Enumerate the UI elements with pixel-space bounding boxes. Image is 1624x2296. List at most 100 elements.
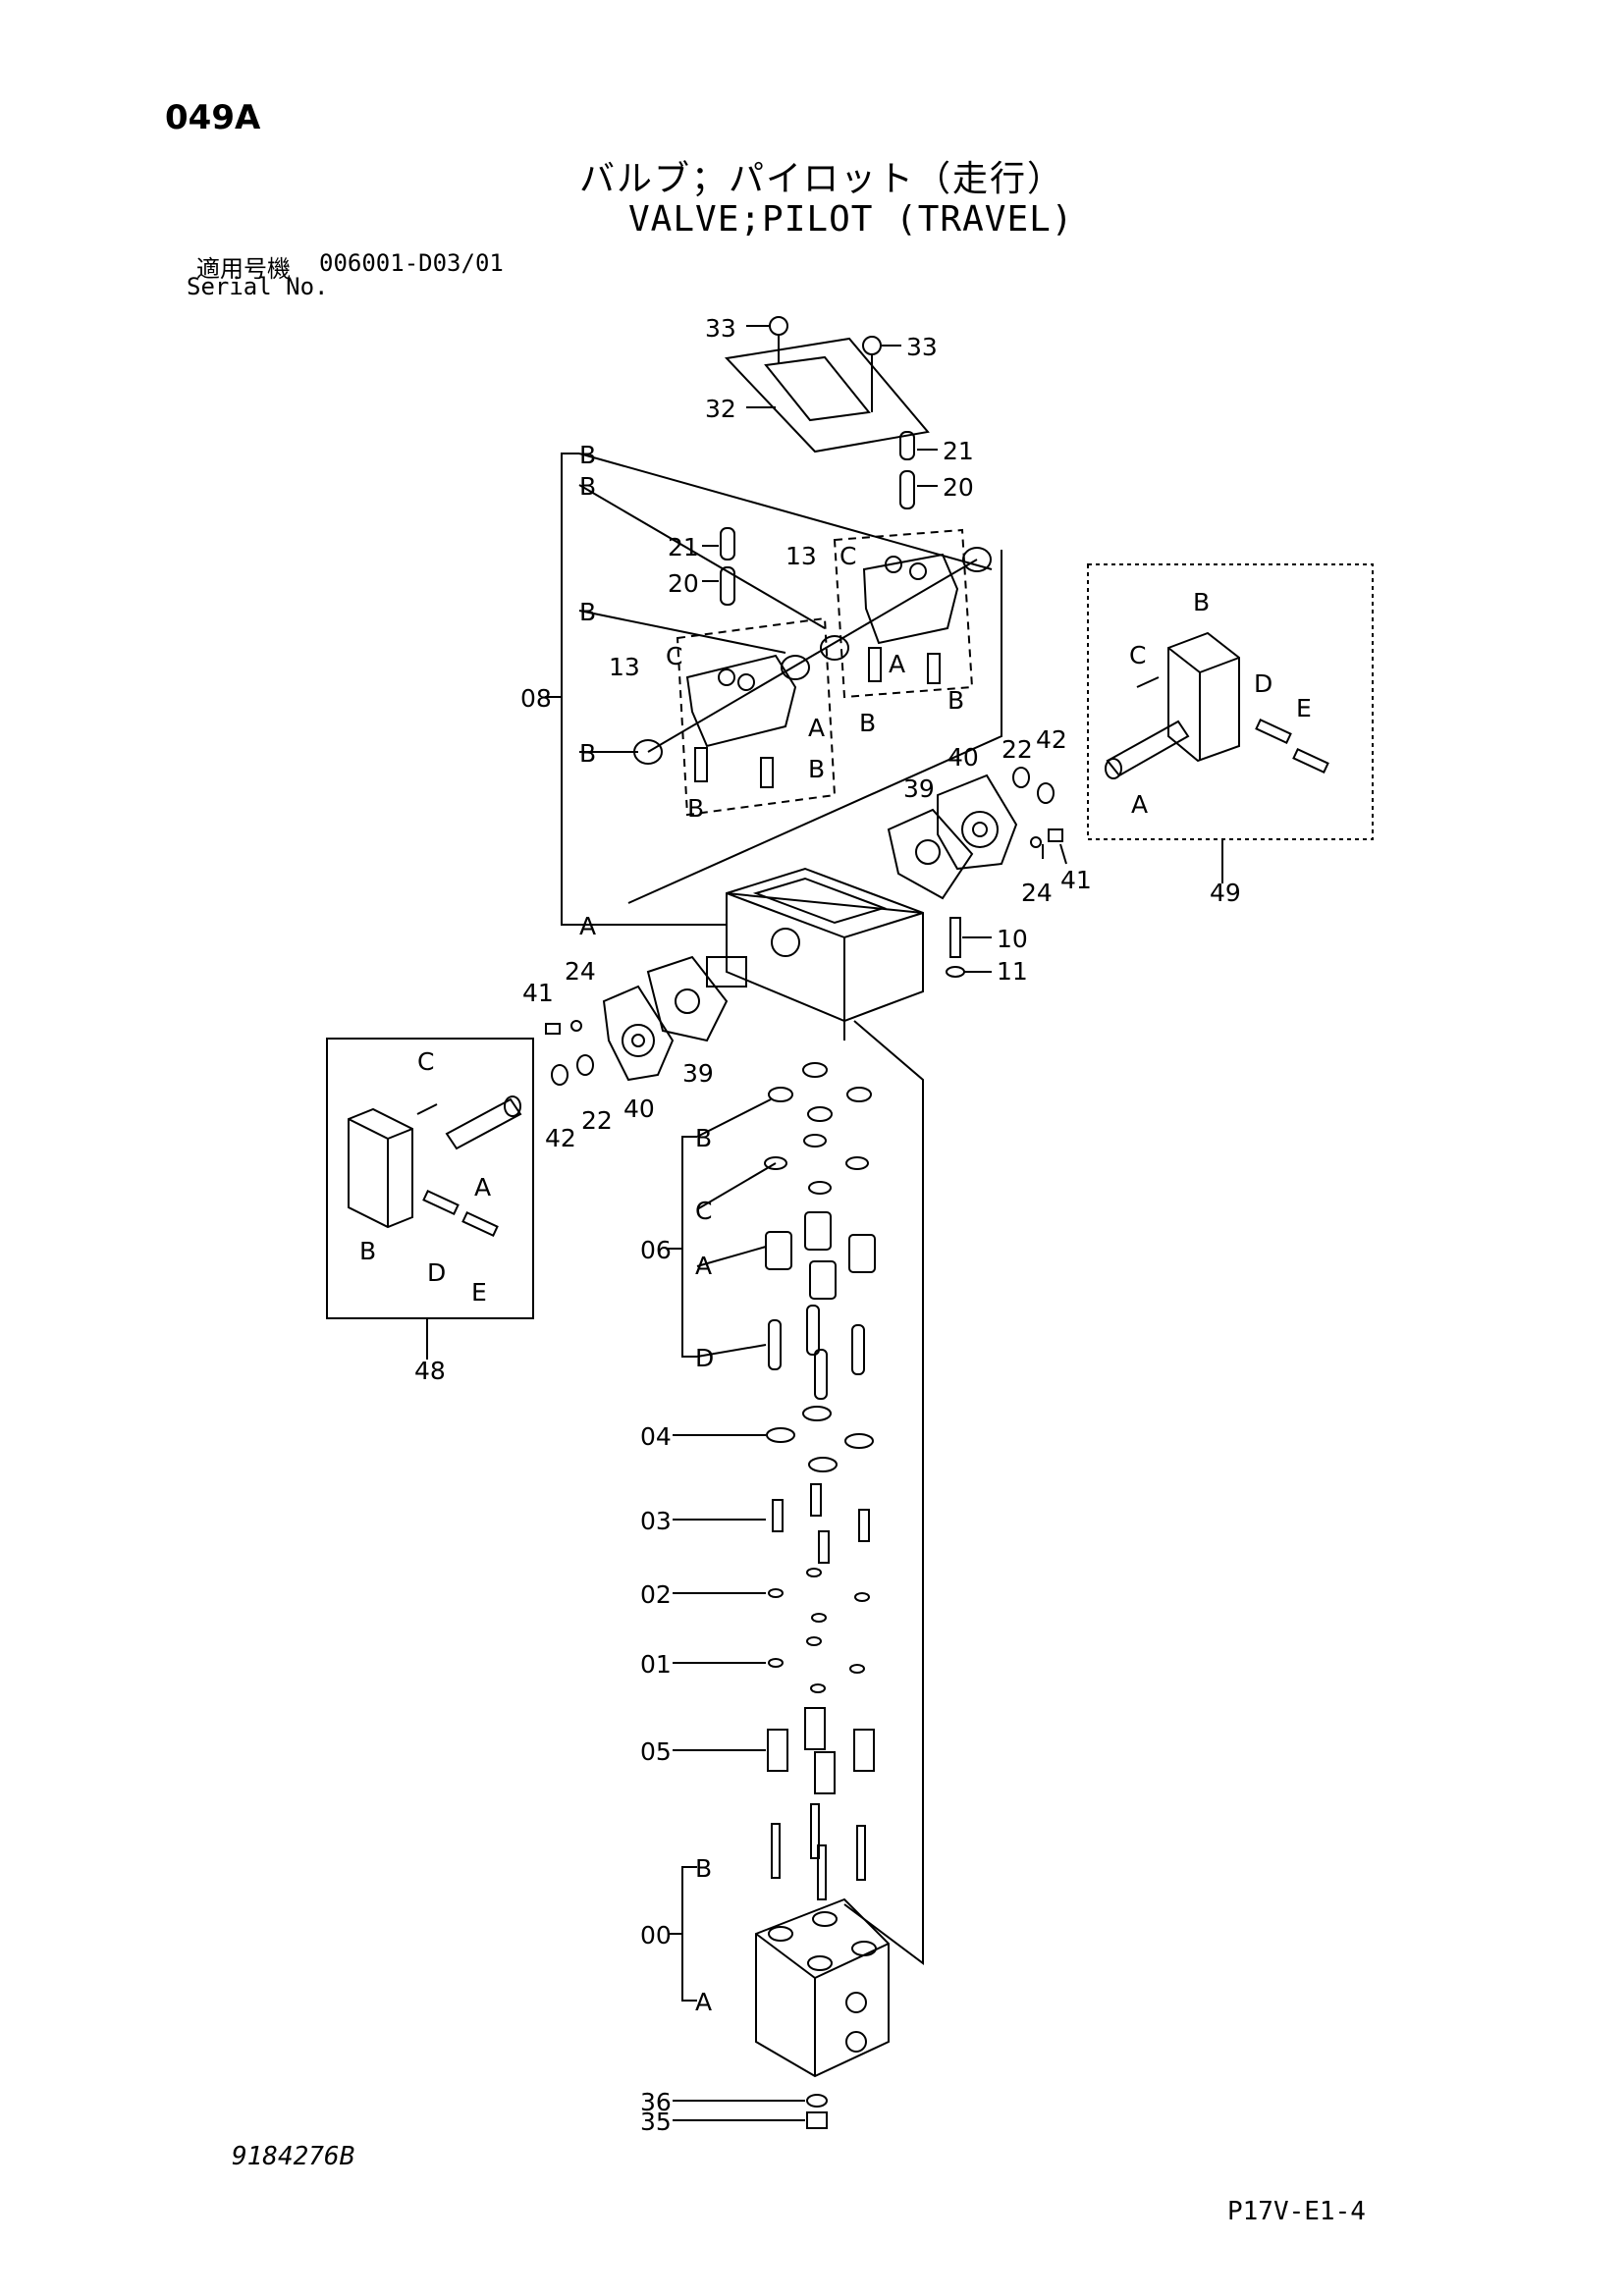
- plate-39-right: [887, 808, 974, 900]
- serial-label-english: Serial No.: [187, 273, 329, 300]
- oring-42-left: [551, 1064, 568, 1086]
- callout-06-a: A: [695, 1252, 712, 1280]
- callout-48-a: A: [474, 1173, 491, 1201]
- callout-42-right: 42: [1036, 725, 1067, 754]
- callout-13r-b2: B: [947, 686, 964, 715]
- callout-01: 01: [640, 1650, 672, 1679]
- callout-05: 05: [640, 1737, 672, 1766]
- callout-40-right: 40: [947, 743, 979, 772]
- callout-13r-b1: B: [859, 709, 876, 737]
- callout-13r-a: A: [889, 650, 905, 678]
- bushing-b-1: [633, 739, 663, 765]
- callout-49: 49: [1210, 879, 1241, 907]
- callout-48-c: C: [417, 1047, 434, 1076]
- cam-13-left: [685, 654, 797, 788]
- callout-49-c: C: [1129, 641, 1146, 669]
- callout-13l-a: A: [808, 714, 825, 742]
- callout-21-left: 21: [668, 533, 699, 561]
- title-english: VALVE;PILOT (TRAVEL): [628, 199, 1074, 240]
- callout-24-left: 24: [565, 957, 596, 986]
- bolt-10: [949, 917, 961, 958]
- screw-33-right: [862, 336, 882, 412]
- callout-00: 00: [640, 1921, 672, 1949]
- callout-03: 03: [640, 1507, 672, 1535]
- callout-08-b4: B: [579, 739, 596, 768]
- pin-20-right: [899, 470, 915, 509]
- shim-02: [768, 1568, 870, 1623]
- detail-box-49: [1087, 563, 1374, 840]
- pin-48-d: [422, 1189, 460, 1216]
- plate-40-right: [937, 774, 1018, 871]
- plate-39-left: [646, 955, 729, 1042]
- oring-22-left: [576, 1054, 594, 1076]
- callout-40-left: 40: [623, 1095, 655, 1123]
- callout-04: 04: [640, 1422, 672, 1451]
- callout-08-b1: B: [579, 441, 596, 469]
- oring-22-right: [1012, 767, 1030, 788]
- callout-08-a: A: [579, 912, 596, 940]
- callout-08: 08: [520, 684, 552, 713]
- washer-24-right: [1030, 836, 1042, 848]
- shaft-48-a: [445, 1095, 522, 1150]
- callout-49-a: A: [1131, 790, 1148, 819]
- seal-06-b: [768, 1062, 872, 1122]
- callout-20-right: 20: [943, 473, 974, 502]
- callout-49-e: E: [1296, 694, 1312, 722]
- oring-06-c: [764, 1134, 869, 1195]
- bracket-49-b: [1167, 631, 1240, 763]
- callout-08-b2: B: [579, 472, 596, 501]
- oring-42-right: [1037, 782, 1055, 804]
- spring-03: [772, 1483, 870, 1564]
- callout-49-d: D: [1254, 669, 1272, 698]
- callout-00-b: B: [695, 1854, 712, 1883]
- callout-11: 11: [997, 957, 1028, 986]
- callout-10: 10: [997, 925, 1028, 953]
- serial-value: 006001-D03/01: [319, 249, 504, 277]
- callout-06-c: C: [695, 1197, 712, 1225]
- callout-49-b: B: [1193, 588, 1210, 616]
- pin-20-left: [720, 566, 735, 606]
- page-code: 049A: [165, 98, 261, 137]
- serial-label-japanese: 適用号機: [196, 255, 291, 283]
- callout-02: 02: [640, 1580, 672, 1609]
- screw-41-right: [1048, 828, 1063, 842]
- bushing-b-3: [820, 635, 849, 661]
- callout-22-right: 22: [1001, 735, 1033, 764]
- callout-00-a: A: [695, 1988, 712, 2016]
- oring-36: [806, 2094, 828, 2108]
- callout-06-d: D: [695, 1344, 714, 1372]
- callout-13l-b2: B: [808, 755, 825, 783]
- callout-22-left: 22: [581, 1106, 613, 1135]
- cam-13-right: [862, 553, 959, 684]
- screw-41-left: [545, 1023, 561, 1035]
- callout-33-right: 33: [906, 333, 938, 361]
- pin-49-e: [1292, 747, 1329, 774]
- group-13-left: [676, 616, 837, 817]
- spool-06-d: [768, 1305, 865, 1400]
- callout-35: 35: [640, 2108, 672, 2136]
- callout-48: 48: [414, 1357, 446, 1385]
- plug-35: [806, 2111, 828, 2129]
- callout-06: 06: [640, 1236, 672, 1264]
- shaft-49-a: [1105, 720, 1190, 779]
- drawing-number: 9184276B: [232, 2142, 355, 2171]
- callout-41-left: 41: [522, 979, 554, 1007]
- callout-39-right: 39: [903, 774, 935, 803]
- plate-40-left: [602, 985, 675, 1082]
- callout-42-left: 42: [545, 1124, 576, 1152]
- callout-13r-c: C: [839, 542, 856, 570]
- callout-24-right: 24: [1021, 879, 1053, 907]
- pin-21-left: [720, 527, 735, 561]
- plug-06-a: [765, 1211, 876, 1300]
- callout-48-e: E: [471, 1278, 487, 1307]
- washer-01: [768, 1636, 865, 1693]
- screw-33-left: [769, 316, 788, 363]
- group-13-right: [833, 528, 974, 699]
- callout-13l-c: C: [666, 642, 682, 670]
- washer-24-left: [570, 1020, 582, 1032]
- callout-06-b: B: [695, 1124, 712, 1152]
- pin-48-e: [461, 1210, 499, 1238]
- title-japanese: バルブ；パイロット（走行）: [579, 159, 1065, 199]
- callout-13-left: 13: [609, 653, 640, 681]
- callout-48-b: B: [359, 1237, 376, 1265]
